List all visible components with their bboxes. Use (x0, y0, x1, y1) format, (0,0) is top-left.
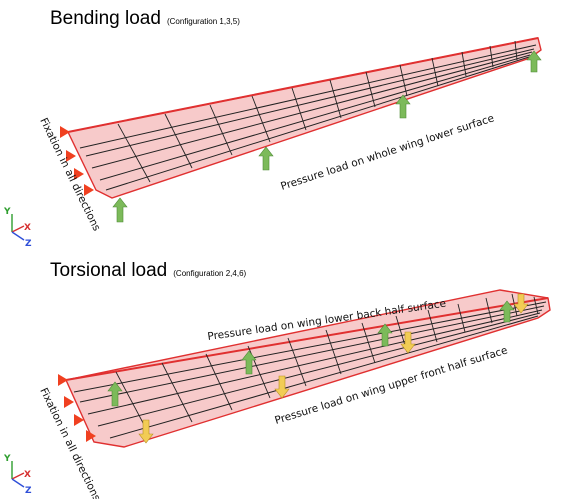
wing-leading-edge (67, 37, 539, 133)
wing-spars (79, 44, 537, 191)
axis-y-label-top: Y (3, 207, 11, 217)
bending-load-title: Bending load(Configuration 1,3,5) (50, 8, 240, 29)
axis-z-label-bottom: Z (25, 486, 32, 496)
load-arrows-down-torsional (138, 293, 529, 444)
load-arrows-up-bending (112, 50, 542, 223)
fixation-arrows-bending (60, 126, 94, 196)
bending-wing-diagram: Pressure load on whole wing lower surfac… (3, 37, 542, 249)
torsional-load-title: Torsional load(Configuration 2,4,6) (50, 260, 247, 281)
bending-load-panel: Bending load(Configuration 1,3,5) (3, 8, 542, 249)
axis-y-label-bottom: Y (3, 454, 11, 464)
axis-x-label-top: X (24, 223, 31, 233)
bending-load-subtitle: (Configuration 1,3,5) (166, 17, 240, 26)
load-arrows-up-torsional (107, 300, 515, 407)
axis-x-label-bottom: X (24, 470, 31, 480)
wing-ribs-torsional (115, 293, 539, 437)
wing-leading-edge-torsional (65, 297, 549, 381)
axis-z-label-top: Z (25, 239, 32, 249)
axis-triad-bottom: Y X Z (3, 454, 32, 496)
torsional-load-subtitle: (Configuration 2,4,6) (173, 269, 247, 278)
torsional-load-panel: Torsional load(Configuration 2,4,6) (0, 250, 569, 499)
axis-triad-top: Y X Z (3, 207, 32, 249)
fixation-arrows-torsional (58, 374, 96, 442)
wing-spars-torsional (73, 301, 547, 439)
wing-skin-torsional (65, 289, 551, 448)
torsional-wing-diagram: Pressure load on wing lower back half su… (3, 289, 551, 499)
wing-ribs (117, 40, 518, 183)
